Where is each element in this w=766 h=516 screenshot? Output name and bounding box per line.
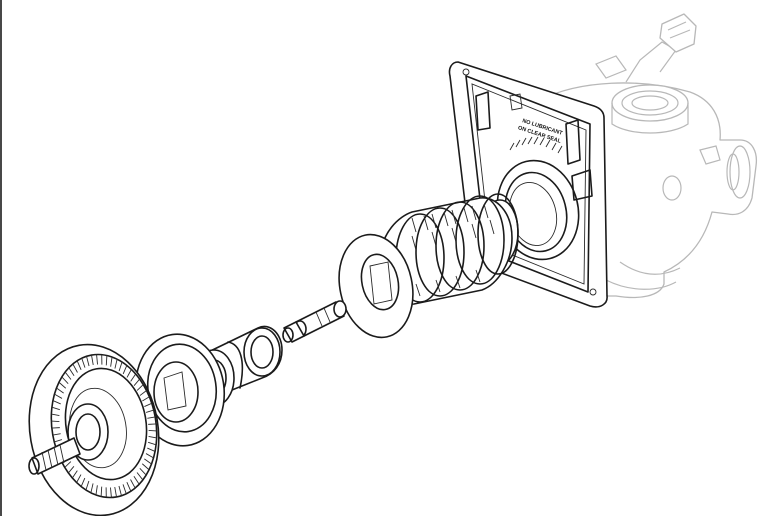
gear-tooth — [76, 474, 82, 483]
gear-tooth — [130, 373, 137, 382]
gear-tooth — [85, 480, 90, 491]
gear-tooth — [148, 435, 157, 439]
gear-tooth — [80, 477, 86, 487]
gear-tooth — [72, 363, 78, 373]
gear-tooth — [126, 482, 132, 492]
gear-tooth — [133, 378, 140, 387]
gear-tooth — [141, 463, 150, 471]
gear-tooth — [110, 356, 113, 367]
drive-gear — [28, 343, 160, 516]
spacer-slots — [411, 203, 495, 297]
gear-tooth — [144, 402, 152, 408]
gear-tooth — [142, 396, 150, 402]
gear-tooth — [51, 420, 60, 423]
gear-tooth — [139, 390, 147, 396]
spacer-stack — [338, 193, 519, 339]
gear-tooth — [114, 486, 117, 497]
gear-tooth — [105, 355, 108, 366]
gear-tooth — [86, 356, 90, 367]
gear-tooth — [147, 447, 156, 452]
gear-teeth — [51, 354, 157, 498]
gear-tooth — [126, 369, 132, 378]
gear-tooth — [90, 483, 94, 493]
gear-tooth — [148, 429, 157, 432]
gear-tooth — [122, 365, 128, 375]
gear-tooth — [96, 354, 98, 365]
gear-tooth — [100, 486, 103, 497]
gear-tooth — [68, 367, 75, 376]
gear-tooth — [56, 387, 64, 394]
gear-tooth — [118, 361, 123, 372]
gear-tooth — [58, 381, 67, 389]
gear-tooth — [130, 479, 136, 489]
gear-tooth — [114, 359, 118, 369]
gear-tooth — [110, 487, 112, 498]
gear-tooth — [118, 485, 122, 496]
gear-tooth — [144, 458, 152, 465]
gear-tooth — [133, 476, 140, 485]
gear-tooth — [71, 470, 78, 479]
gear-tooth — [148, 441, 157, 446]
gear-tooth — [61, 376, 69, 384]
retaining-ring — [134, 333, 226, 447]
gear-tooth — [91, 355, 94, 366]
gear-tooth — [54, 439, 63, 443]
gear-tooth — [51, 413, 60, 417]
gear-tooth — [64, 371, 72, 380]
gear-tooth — [52, 433, 61, 436]
gear-tooth — [145, 409, 154, 413]
bore-gear-teeth — [509, 136, 563, 154]
gear-tooth — [51, 406, 60, 411]
gear-tooth — [54, 393, 63, 399]
gear-tooth — [139, 468, 147, 476]
gear-tooth — [122, 484, 127, 494]
gear-tooth — [76, 360, 82, 370]
gear-tooth — [81, 358, 86, 368]
piston-rod — [282, 300, 347, 343]
gear-tooth — [136, 472, 144, 481]
gear-tooth — [147, 416, 156, 419]
gear-tooth — [145, 453, 154, 459]
gear-tooth — [52, 400, 61, 405]
gear-tooth — [64, 461, 72, 468]
gear-tooth — [68, 465, 75, 474]
gear-tooth — [95, 485, 98, 496]
gear-tooth — [136, 384, 144, 391]
